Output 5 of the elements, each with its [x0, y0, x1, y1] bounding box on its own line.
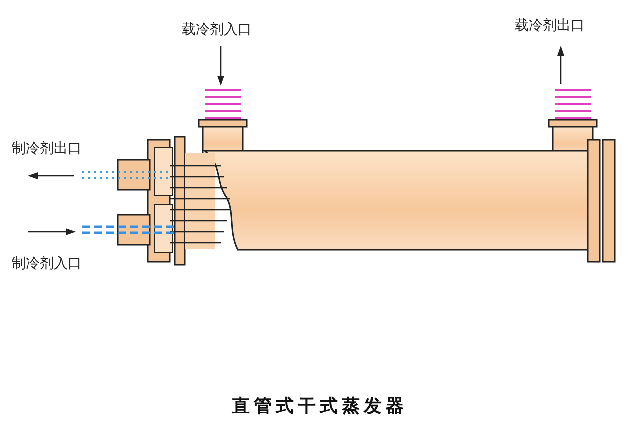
flow-label: 制冷剂入口 [12, 256, 82, 272]
caption: 直管式干式蒸发器 [232, 395, 408, 418]
flow-label: 制冷剂出口 [12, 141, 82, 157]
flow-label: 载冷剂入口 [182, 22, 252, 38]
flow-label: 载冷剂出口 [515, 18, 585, 34]
